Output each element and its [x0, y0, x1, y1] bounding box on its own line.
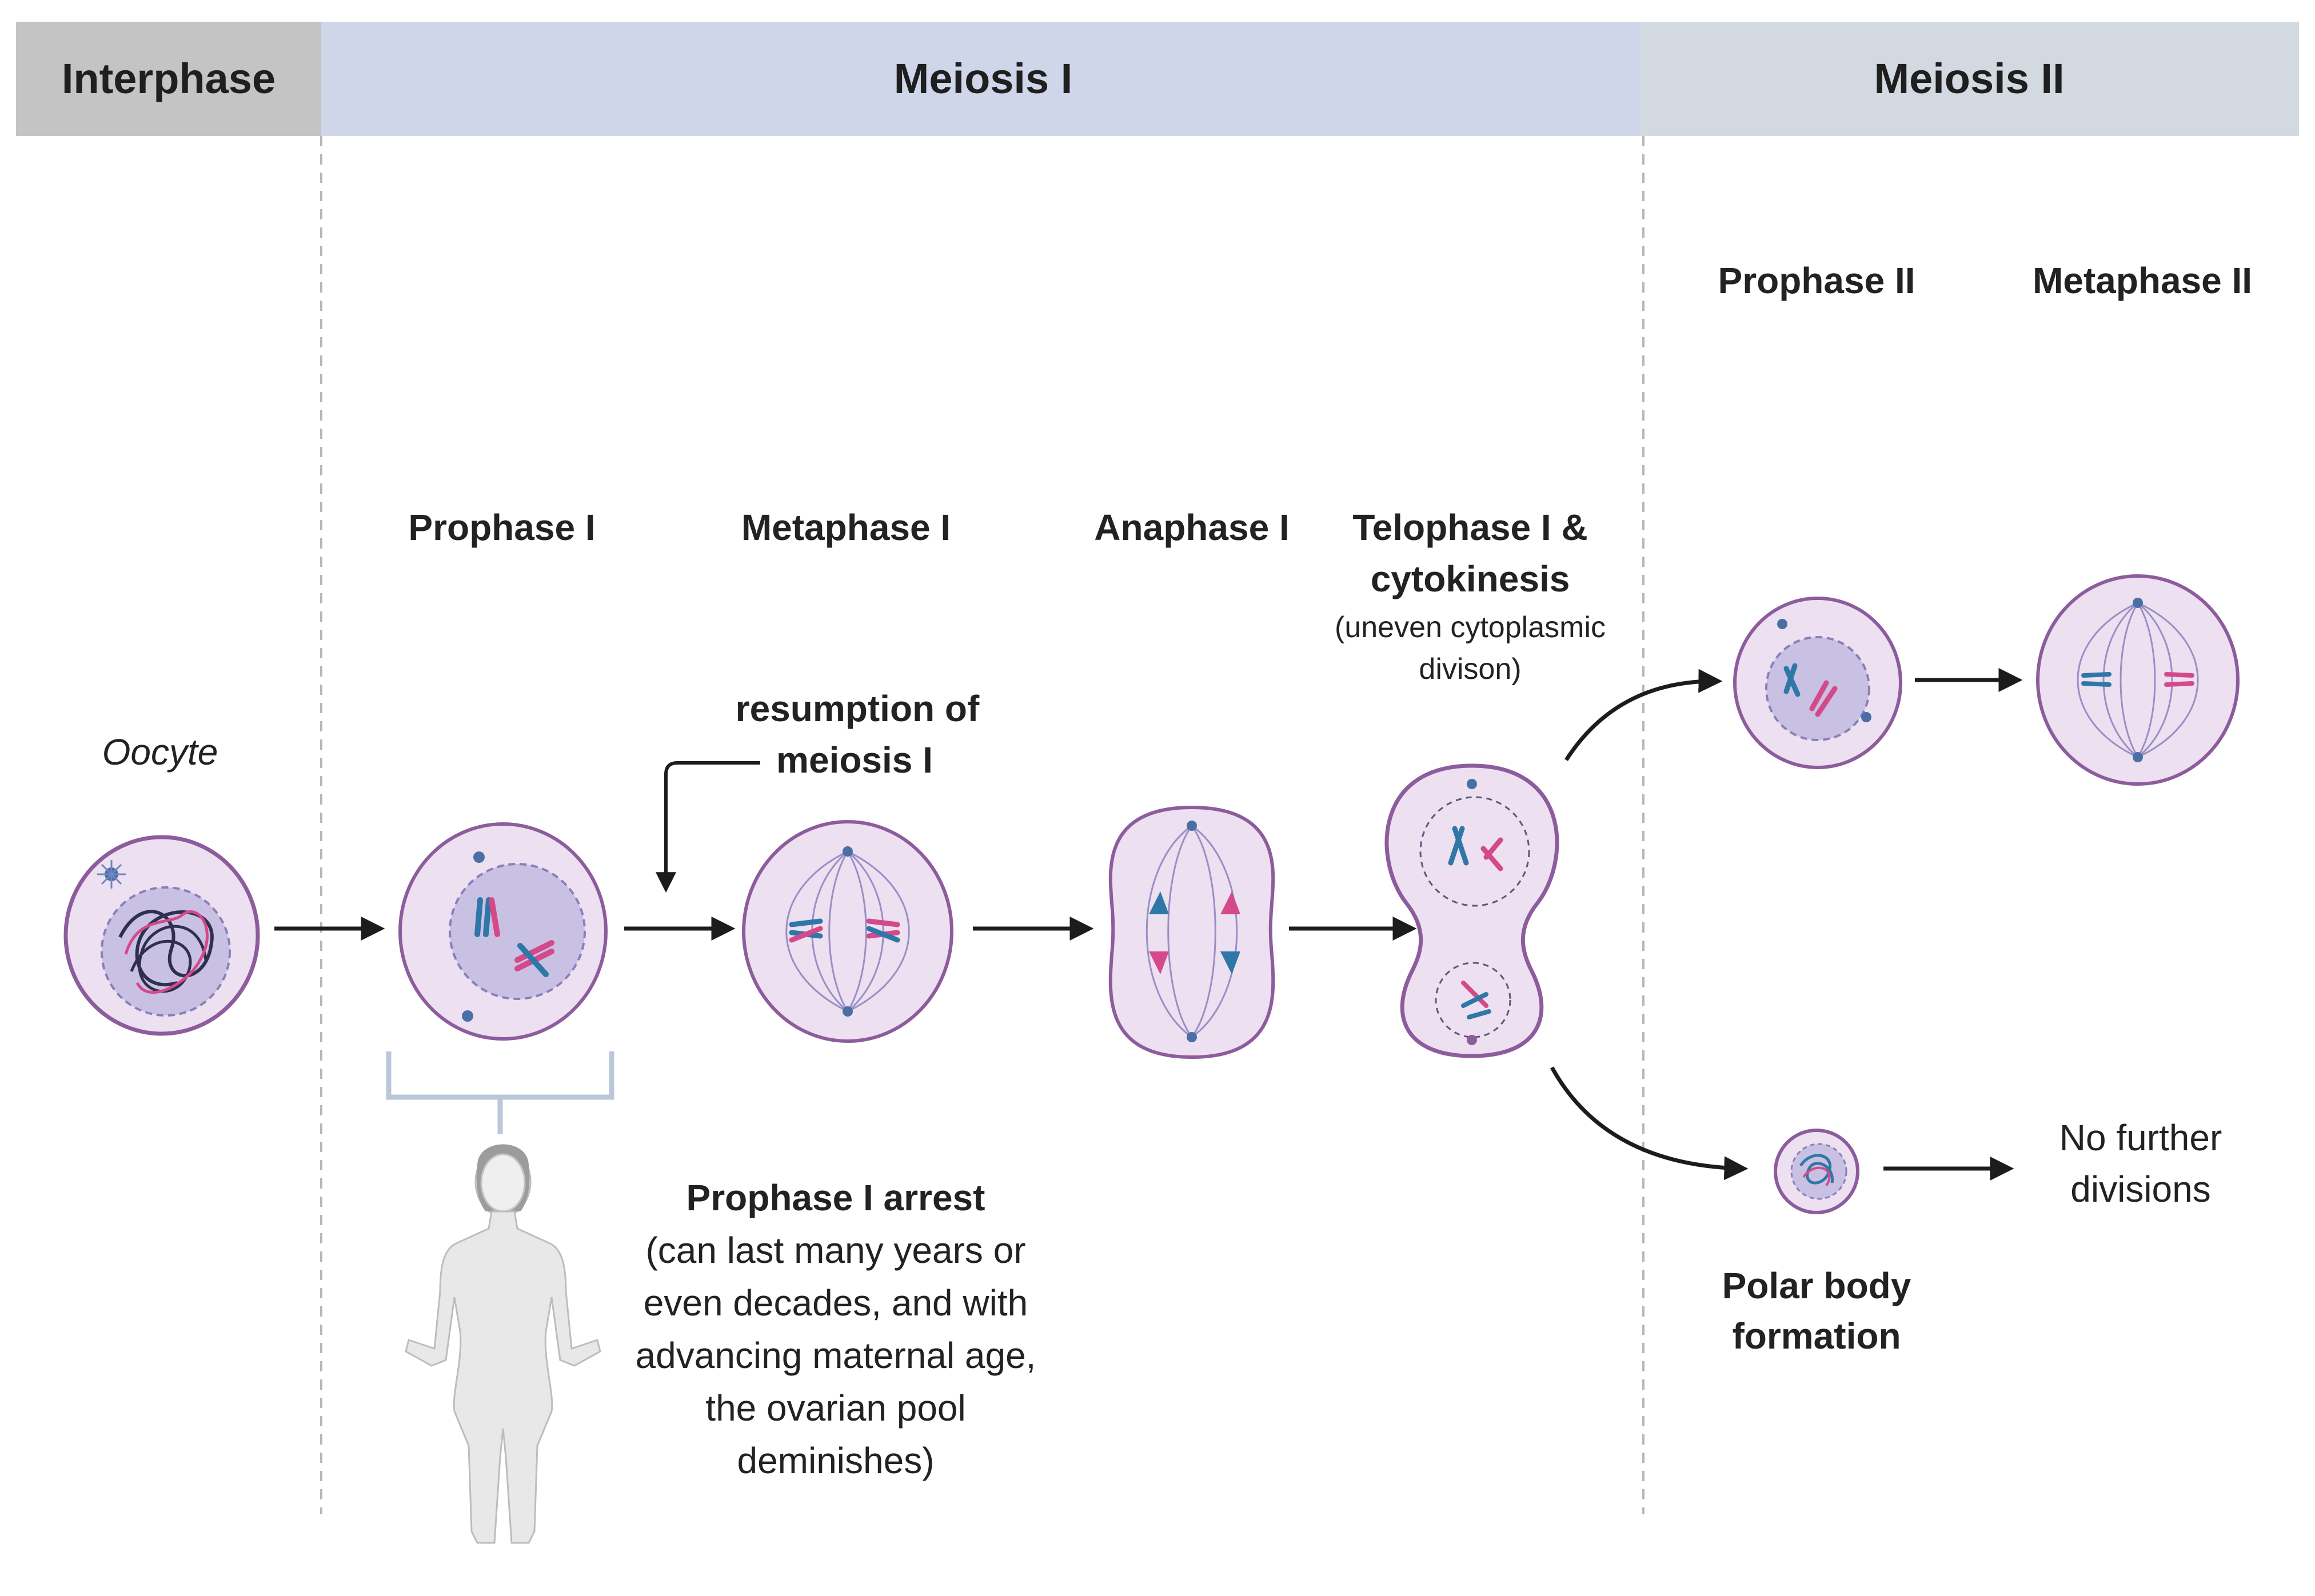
centrosome-icon	[97, 860, 126, 889]
metaphase1-cell	[742, 820, 953, 1043]
meiosis2-band	[1639, 22, 2299, 136]
anaphase1-cell	[1108, 805, 1275, 1059]
meiosis1-band	[321, 22, 1639, 136]
anaphase1-label: Anaphase I	[1094, 507, 1289, 548]
meiosis1-header: Meiosis I	[894, 55, 1073, 102]
interphase-header: Interphase	[62, 55, 276, 102]
telophase1-cell	[1384, 763, 1559, 1058]
prophase2-label: Prophase II	[1718, 260, 1915, 301]
centrosome-icon	[2133, 752, 2143, 762]
centrosome-icon	[843, 1006, 853, 1017]
arrest-title: Prophase I arrest	[686, 1177, 985, 1218]
centrosome-icon	[1467, 1035, 1477, 1045]
arrest-line-2: even decades, and with	[644, 1282, 1028, 1323]
arrow-telophase1-to-polar-body	[1550, 1066, 1749, 1181]
chromosome-icon	[2081, 672, 2194, 687]
telophase1-label-line2: cytokinesis	[1371, 558, 1570, 599]
oocyte-label: Oocyte	[102, 731, 218, 773]
metaphase2-cell	[2036, 574, 2240, 786]
telophase1-note-line1: (uneven cytoplasmic	[1335, 611, 1606, 644]
metaphase1-label: Metaphase I	[741, 507, 951, 548]
resumption-label-line2: meiosis I	[776, 739, 933, 781]
no-further-label-line1: No further	[2059, 1117, 2222, 1158]
chromosome-icon	[789, 918, 900, 943]
telophase1-note-line2: divison)	[1419, 653, 1521, 686]
polar-body-label-line2: formation	[1732, 1315, 1901, 1357]
arrow-telophase1-to-prophase2	[1564, 669, 1723, 761]
chromosome-icon	[1783, 663, 1838, 717]
centrosome-icon	[843, 846, 853, 857]
centrosome-icon	[1467, 779, 1477, 789]
centrosome-icon	[1187, 1032, 1197, 1042]
centrosome-icon	[1777, 619, 1787, 629]
arrest-line-3: advancing maternal age,	[636, 1335, 1036, 1376]
arrest-line-4: the ovarian pool	[705, 1387, 965, 1429]
phase-header-bar: Interphase Meiosis I Meiosis II	[16, 22, 2299, 136]
prophase2-cell	[1733, 597, 1902, 769]
centrosome-icon	[473, 851, 485, 863]
woman-figure-icon	[405, 1144, 601, 1544]
meiosis2-header: Meiosis II	[1874, 55, 2064, 102]
resumption-label-line1: resumption of	[736, 688, 980, 729]
oocyte-cell	[63, 835, 260, 1036]
centrosome-icon	[462, 1010, 473, 1022]
resumption-arrow	[656, 761, 760, 893]
centrosome-icon	[2133, 598, 2143, 608]
centrosome-icon	[1187, 821, 1197, 831]
polar-body-label-line1: Polar body	[1722, 1265, 1911, 1306]
telophase1-label-line1: Telophase I &	[1352, 507, 1587, 548]
chromosome-icon	[1448, 826, 1503, 1019]
arrest-line-5: deminishes)	[737, 1440, 934, 1481]
arrest-line-1: (can last many years or	[645, 1230, 1025, 1271]
polar-body-cell	[1774, 1129, 1859, 1214]
chromosome-icon	[474, 897, 554, 977]
chromosome-icon	[1149, 891, 1240, 974]
no-further-label-line2: divisions	[2070, 1169, 2210, 1210]
interphase-band	[16, 22, 321, 136]
metaphase2-label: Metaphase II	[2033, 260, 2252, 301]
arrest-bracket	[386, 1051, 614, 1134]
prophase1-label: Prophase I	[408, 507, 595, 548]
centrosome-icon	[1861, 712, 1871, 722]
prophase1-cell	[398, 822, 608, 1041]
